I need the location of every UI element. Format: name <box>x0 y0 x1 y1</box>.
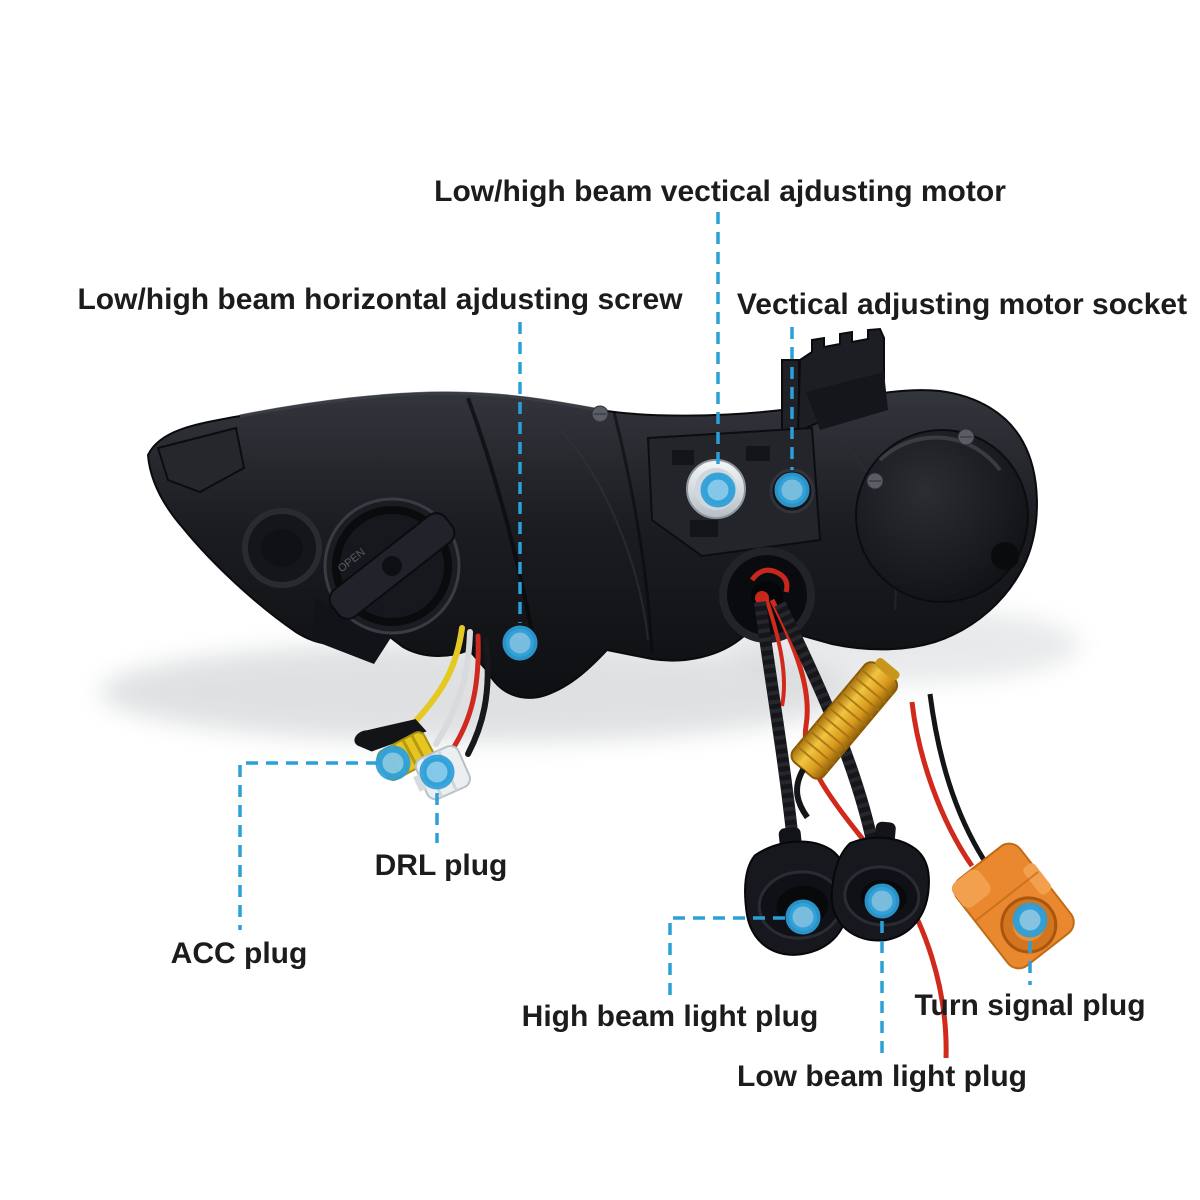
rear-dome-cover <box>855 429 1029 603</box>
left-mount-tab <box>156 426 246 494</box>
adjuster-motor-panel <box>646 426 822 558</box>
motor-socket-hole <box>769 468 815 514</box>
load-resistor <box>790 657 900 820</box>
screws <box>591 405 975 490</box>
bulb-access-cap: OPEN <box>242 497 461 635</box>
lower-mount-tab <box>312 598 392 664</box>
